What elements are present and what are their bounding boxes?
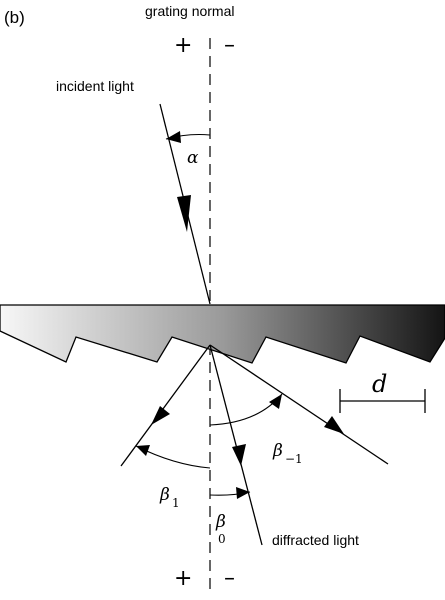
beta-1-arrowhead bbox=[136, 445, 150, 456]
order-0-arrowhead bbox=[232, 444, 246, 466]
diffracted-ray-order-0 bbox=[209, 344, 263, 546]
bottom-plus-sign: + bbox=[174, 566, 192, 591]
beta-0-symbol: β bbox=[215, 512, 226, 532]
order-1-arrowhead bbox=[151, 406, 170, 425]
beta-minus-1-arc bbox=[209, 393, 283, 426]
alpha-arrowhead bbox=[166, 131, 181, 143]
diffracted-light-label: diffracted light bbox=[272, 532, 359, 548]
beta-0-arrowhead bbox=[236, 487, 250, 499]
top-plus-sign: + bbox=[174, 33, 192, 58]
panel-label: (b) bbox=[4, 8, 25, 27]
beta-1-symbol: β bbox=[159, 485, 170, 505]
incident-light-label: incident light bbox=[56, 78, 134, 94]
beta-minus-1-arrowhead bbox=[269, 394, 282, 409]
period-label: d bbox=[372, 370, 387, 398]
alpha-label: α bbox=[187, 148, 199, 168]
diffracted-ray-order-1 bbox=[120, 344, 211, 467]
order-minus-1-arrowhead bbox=[324, 416, 344, 434]
incident-arrowhead bbox=[177, 195, 191, 232]
beta-1-subscript: 1 bbox=[172, 496, 180, 510]
top-minus-sign: – bbox=[224, 33, 235, 58]
beta-minus-1-symbol: β bbox=[272, 441, 283, 461]
beta-0-subscript: 0 bbox=[218, 532, 226, 546]
grating-surface bbox=[0, 304, 445, 364]
grating-normal-label: grating normal bbox=[145, 3, 235, 19]
diffracted-ray-order-minus-1 bbox=[209, 344, 389, 465]
bottom-minus-sign: – bbox=[224, 566, 235, 591]
beta-minus-1-subscript: −1 bbox=[285, 452, 303, 466]
